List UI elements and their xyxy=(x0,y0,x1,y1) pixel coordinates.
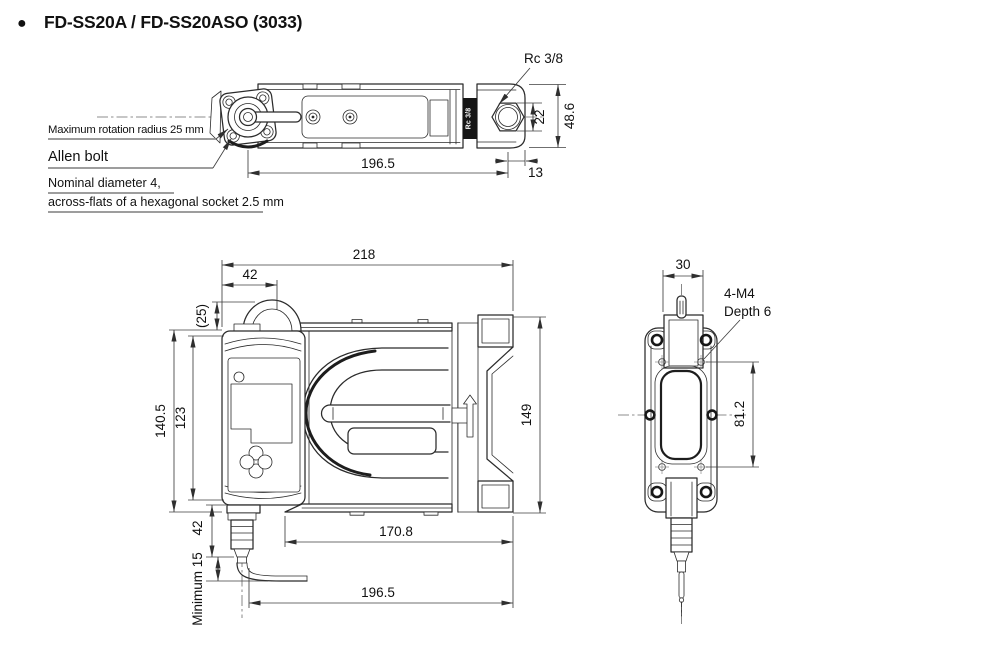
mount-hole-icon xyxy=(650,333,664,347)
side-view: 30 81.2 4-M4 Depth 6 xyxy=(618,257,771,624)
tap-callout-line1: 4-M4 xyxy=(724,286,755,301)
side-hole-icon xyxy=(706,409,718,421)
top-pin xyxy=(676,295,687,319)
side-view-dimensions: 30 81.2 4-M4 Depth 6 xyxy=(662,257,771,468)
m4-tapped-hole-icon xyxy=(655,460,669,474)
dim-loop-height: (25) xyxy=(194,304,209,328)
tap-callout-line2: Depth 6 xyxy=(724,304,771,319)
page-title: ● FD-SS20A / FD-SS20ASO (3033) xyxy=(17,12,302,32)
side-connector xyxy=(670,517,693,617)
dim-port-to-end: 13 xyxy=(528,165,543,180)
dim-amp-width: 42 xyxy=(242,267,257,282)
allen-bolt-label: Allen bolt xyxy=(48,149,108,165)
flow-direction-arrow-icon xyxy=(463,394,477,438)
dim-amp-height: 140.5 xyxy=(153,404,168,438)
side-hole-icon xyxy=(644,409,656,421)
cable-connector xyxy=(226,504,308,582)
flange-pad xyxy=(227,139,269,149)
display-panel xyxy=(230,383,293,444)
hex-port-icon xyxy=(491,102,525,132)
top-view-dimensions: 22 48.6 196.5 13 xyxy=(247,84,577,180)
dim-connector-drop: 42 xyxy=(190,520,205,535)
mount-hole-icon xyxy=(699,485,713,499)
dim-overall-length: 196.5 xyxy=(361,585,395,600)
mount-hole-icon xyxy=(699,333,713,347)
front-view-dimensions: 218 42 (25) 140.5 123 149 xyxy=(153,247,546,626)
end-cap xyxy=(209,90,222,144)
dim-panel-height: 123 xyxy=(173,407,188,430)
body-screw-icon xyxy=(305,109,321,125)
dim-min-bend: Minimum 15 xyxy=(190,552,205,626)
dim-port-across: 22 xyxy=(532,109,547,124)
clamp-body xyxy=(285,322,453,513)
dim-body-height: 149 xyxy=(519,404,534,427)
dim-overall-height: 48.6 xyxy=(562,103,577,129)
top-view-body xyxy=(257,83,464,149)
title-bullet-icon: ● xyxy=(17,15,27,32)
base-plate xyxy=(284,503,453,516)
rc-port-callout: Rc 3/8 xyxy=(498,51,563,105)
keypad-icon xyxy=(239,445,273,479)
m4-tapped-hole-icon xyxy=(694,460,708,474)
front-view: 218 42 (25) 140.5 123 149 xyxy=(153,247,546,626)
left-callouts: Maximum rotation radius 25 mm Allen bolt… xyxy=(48,124,284,213)
rc-port-label: Rc 3/8 xyxy=(524,51,563,66)
dim-overall-width: 218 xyxy=(353,247,376,262)
top-neck xyxy=(663,314,704,369)
dim-side-width: 30 xyxy=(675,257,690,272)
amplifier-unit xyxy=(221,330,306,506)
m4-tapped-hole-icon xyxy=(694,355,708,369)
tube-loop xyxy=(233,299,302,332)
clamp-arc xyxy=(304,349,377,477)
side-body xyxy=(644,295,718,519)
pipe-port-block xyxy=(476,83,526,149)
nominal-diameter-label: Nominal diameter 4, xyxy=(48,176,161,190)
dim-hole-pitch: 81.2 xyxy=(732,401,747,427)
clamp-slot xyxy=(320,404,451,423)
page-title-text: FD-SS20A / FD-SS20ASO (3033) xyxy=(44,12,302,32)
dim-length: 196.5 xyxy=(361,156,395,171)
indicator-led xyxy=(233,371,245,383)
top-view: Rc 3/8 Rc 3/8 22 48.6 196.5 xyxy=(97,51,577,180)
across-flats-label: across-flats of a hexagonal socket 2.5 m… xyxy=(48,195,284,209)
rotating-flange xyxy=(219,88,302,149)
dim-base-width: 170.8 xyxy=(379,524,413,539)
mount-hole-icon xyxy=(650,485,664,499)
m4-tapped-hole-icon xyxy=(655,355,669,369)
max-rotation-label: Maximum rotation radius 25 mm xyxy=(48,124,204,136)
port-size-tag: Rc 3/8 xyxy=(463,98,477,139)
body-screw-icon xyxy=(342,109,358,125)
mounting-bracket xyxy=(451,314,514,513)
port-size-tag-text: Rc 3/8 xyxy=(466,108,473,130)
